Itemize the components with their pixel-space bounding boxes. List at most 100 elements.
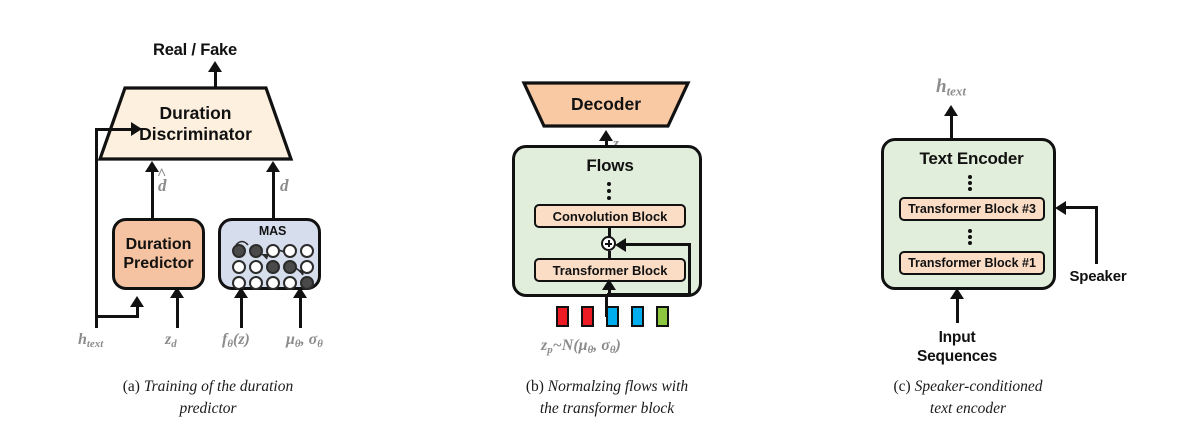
arrowhead-residual-into-plus [615,237,626,252]
wire-input-sequences [956,296,959,323]
input-sequences-line1: Input [938,329,976,346]
wire-conv-to-plus [607,228,611,238]
wire-htext-branch-to-predictor [95,315,139,318]
token-square [656,306,669,327]
mas-dot [300,276,314,290]
duration-discriminator-shape [97,86,294,161]
arrowhead-htext-to-discriminator [131,122,142,136]
mas-dot [283,244,297,258]
arrowhead-htext-predictor [130,296,144,307]
decoder-block[interactable]: Decoder [521,81,691,128]
flows-vertical-dots [607,182,611,200]
arrowhead-speaker-into-block3 [1055,200,1066,215]
mas-dot [232,260,246,274]
output-label-h-text: htext [936,76,966,99]
residual-add-node [601,236,616,251]
wire-ftheta [240,296,243,328]
arrowhead-z [599,130,613,141]
input-label-f-theta-z: fθ(z) [222,331,250,351]
wire-htext-rail-top [95,128,133,131]
caption-b: (b) Normalzing flows with the transforme… [457,376,757,421]
mas-dot [232,244,246,258]
predictor-label-line1: Duration [125,235,192,253]
speaker-label: Speaker [1069,268,1127,285]
mas-dot [249,244,263,258]
transformer-block-1[interactable]: Transformer Block #1 [899,251,1045,275]
token-square [581,306,594,327]
convolution-block[interactable]: Convolution Block [534,204,686,228]
mas-dot [266,244,280,258]
mas-dot [266,260,280,274]
arrowhead-mu-sigma [293,287,307,298]
transformer-block-label: Transformer Block [552,262,668,278]
arrowhead-into-transformer [601,279,616,290]
wire-htext-rail-vertical [95,128,98,328]
wire-zd [176,296,179,328]
transformer-block-1-label: Transformer Block #1 [908,256,1036,270]
token-square [556,306,569,327]
token-square [606,306,619,327]
convolution-block-label: Convolution Block [552,208,668,224]
label-z: z [613,136,619,152]
arrowhead-disc-to-output [208,61,222,72]
arrowhead-ftheta [234,287,248,298]
wire-residual-right [688,243,691,296]
wire-dhat [151,170,154,218]
caption-a: (a) Training of the duration predictor [58,376,358,421]
duration-discriminator-block[interactable]: Duration Discriminator [97,86,294,161]
label-d-hat: d [158,176,167,196]
wire-mu-sigma [299,296,302,328]
caption-a-tag: (a) [122,378,140,395]
caption-c: (c) Speaker-conditioned text encoder [818,376,1118,421]
wire-plus-to-transformer [607,251,611,260]
wire-speaker-horizontal [1064,206,1098,209]
panel-c-speaker-conditioned-text-encoder: htext Text Encoder Transformer Block #3 … [790,0,1194,441]
arrowhead-zd [170,287,184,298]
arrowhead-d [266,161,280,172]
label-zp-distribution: zp~N(μθ, σθ) [541,337,621,357]
caption-b-line2: the transformer block [539,400,675,418]
caption-c-tag: (c) [893,378,911,395]
transformer-block-3-label: Transformer Block #3 [908,202,1036,216]
decoder-shape [521,81,691,128]
wire-input-into-transformer [607,287,611,297]
mas-alignment-grid [232,240,314,290]
input-label-z-d: zd [165,331,177,351]
mas-dot [283,276,297,290]
caption-a-line1: Training of the duration [143,378,294,395]
d-hat-symbol: d [158,176,167,195]
input-sequences-label: Input Sequences [877,328,1037,367]
wire-residual-bottom [607,293,691,296]
caption-b-line1: Normalzing flows with [547,378,689,395]
mas-dot [266,276,280,290]
token-square [631,306,644,327]
mas-dot [249,260,263,274]
caption-c-line1: Speaker-conditioned [914,378,1043,395]
panel-a-duration-predictor-training: Real / Fake Duration Discriminator d d [0,0,440,441]
wire-encoder-to-output [950,113,953,140]
text-encoder-container[interactable]: Text Encoder Transformer Block #3 Transf… [881,138,1056,290]
arrowhead-input-sequences [950,288,964,299]
wire-speaker-vertical [1095,206,1098,264]
duration-predictor-block[interactable]: Duration Predictor [112,218,205,290]
flows-label: Flows [586,156,634,175]
caption-a-line2: predictor [179,400,237,418]
input-label-h-text: htext [78,331,104,351]
real-fake-label: Real / Fake [152,41,237,59]
mas-block[interactable]: MAS [218,218,321,290]
input-sequences-line2: Sequences [916,348,998,366]
wire-residual-top [623,243,691,246]
arrowhead-dhat [145,161,159,172]
wire-htext-into-predictor [136,305,139,317]
predictor-label-line2: Predictor [123,255,194,272]
transformer-block-3[interactable]: Transformer Block #3 [899,197,1045,221]
encoder-dots-lower [968,229,972,245]
flows-container[interactable]: Flows Convolution Block Transformer Bloc… [512,145,702,297]
arrowhead-encoder-to-output [944,105,958,116]
label-d: d [280,176,289,195]
mas-label: MAS [258,224,287,238]
wire-disc-to-output [214,69,217,96]
text-encoder-label: Text Encoder [919,149,1024,168]
mas-dot [249,276,263,290]
mas-dot [300,244,314,258]
